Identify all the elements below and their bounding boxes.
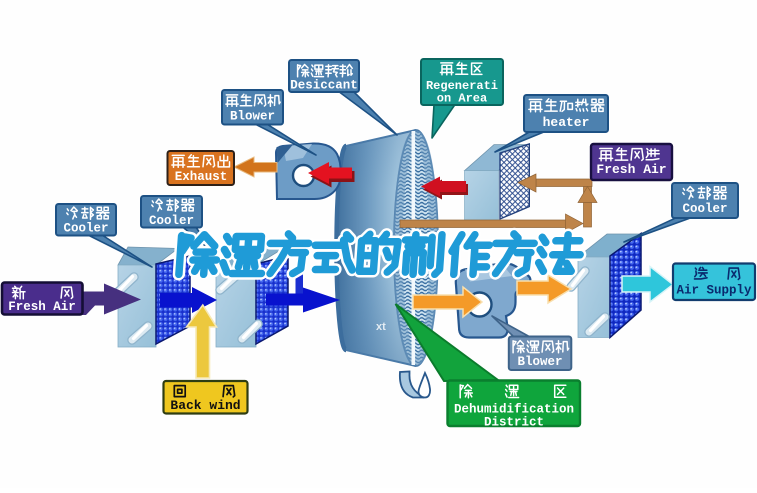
svg-text:xt: xt (376, 321, 386, 333)
svg-text:Desiccant: Desiccant (290, 79, 358, 93)
svg-text:Fresh Air: Fresh Air (8, 300, 76, 314)
svg-text:Blower: Blower (517, 355, 562, 369)
svg-text:Exhaust: Exhaust (175, 170, 228, 184)
svg-text:Fresh Air: Fresh Air (596, 162, 666, 177)
svg-text:Cooler: Cooler (149, 214, 194, 228)
svg-text:District: District (484, 416, 544, 430)
svg-text:Air Supply: Air Supply (676, 284, 752, 298)
svg-text:Blower: Blower (230, 110, 275, 124)
svg-text:heater: heater (543, 115, 590, 130)
svg-text:Dehumidification: Dehumidification (454, 403, 574, 417)
svg-text:Cooler: Cooler (682, 202, 727, 216)
svg-text:Cooler: Cooler (63, 222, 108, 236)
svg-text:Regenerati: Regenerati (426, 79, 498, 93)
svg-text:on Area: on Area (437, 92, 487, 106)
svg-text:Back wind: Back wind (170, 398, 240, 413)
